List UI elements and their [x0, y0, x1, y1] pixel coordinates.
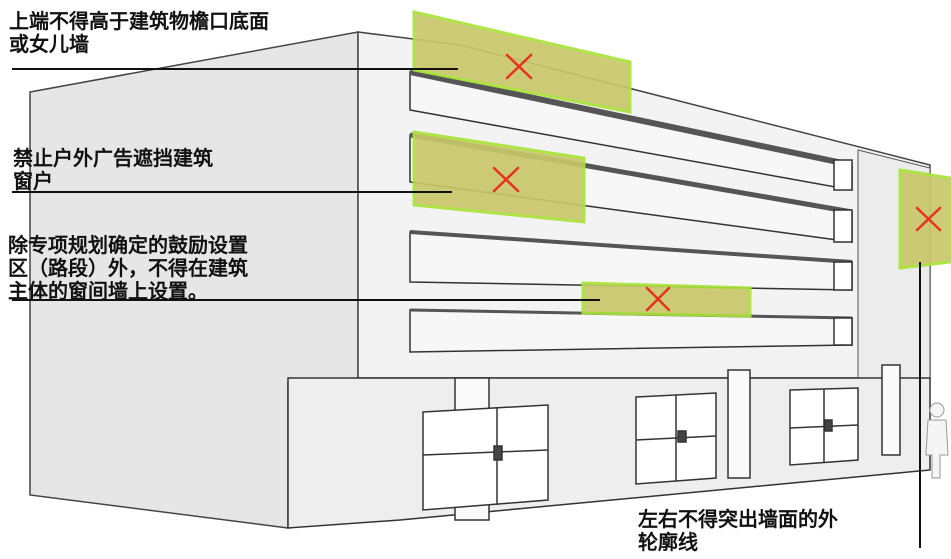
annotation-line: 区（路段）外，不得在建筑 — [8, 256, 248, 280]
x-mark-icon — [645, 286, 671, 312]
annotation-top: 上端不得高于建筑物檐口底面 或女儿墙 — [9, 10, 269, 56]
annotation-line: 窗户 — [13, 169, 53, 193]
prohibit-marks — [492, 53, 942, 312]
leader-lines — [12, 68, 921, 548]
door — [422, 404, 549, 511]
annotation-window: 禁止户外广告遮挡建筑 窗户 — [13, 147, 213, 193]
column — [881, 364, 901, 456]
window-bands — [409, 69, 853, 353]
annotation-wall: 除专项规划确定的鼓励设置 区（路段）外，不得在建筑 主体的窗间墙上设置。 — [8, 234, 248, 303]
x-mark-icon — [492, 166, 520, 193]
annotation-line: 除专项规划确定的鼓励设置 — [8, 233, 248, 257]
annotation-side: 左右不得突出墙面的外 轮廓线 — [638, 508, 838, 554]
annotation-line: 左右不得突出墙面的外 — [638, 507, 838, 531]
billboard-window — [412, 130, 586, 224]
annotation-line: 禁止户外广告遮挡建筑 — [13, 146, 213, 170]
annotation-line: 或女儿墙 — [9, 32, 89, 56]
x-mark-icon — [915, 206, 942, 232]
ground-floor — [287, 364, 931, 529]
annotation-line: 上端不得高于建筑物檐口底面 — [9, 9, 269, 33]
billboard-side — [898, 168, 951, 270]
column — [727, 369, 751, 479]
annotation-line: 轮廓线 — [638, 530, 698, 554]
annotation-line: 主体的窗间墙上设置。 — [8, 279, 208, 303]
pedestrian-icon — [925, 402, 949, 479]
x-mark-icon — [505, 53, 533, 80]
billboard-wall — [581, 281, 752, 318]
